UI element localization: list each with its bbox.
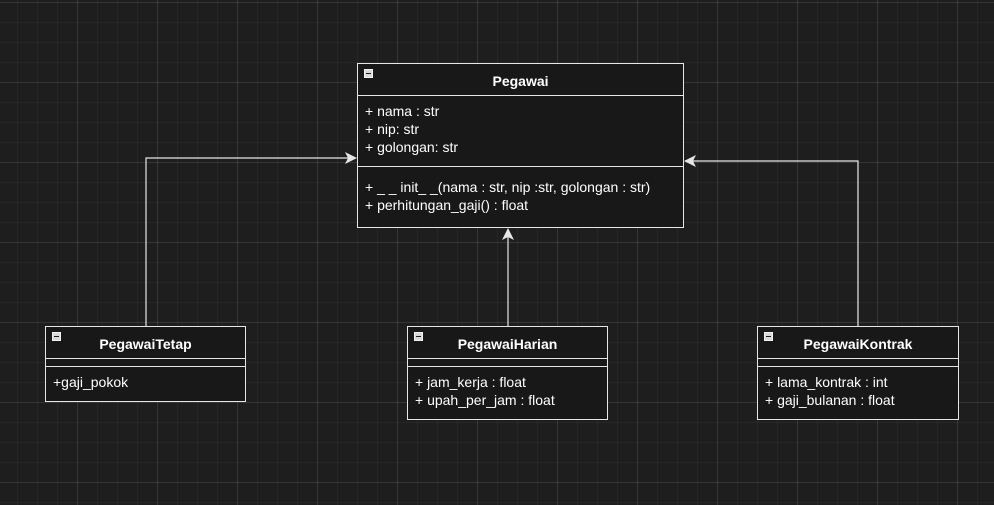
class-header[interactable]: PegawaiHarian [408, 327, 607, 359]
attribute-nip: + nip: str [365, 121, 420, 137]
method-section[interactable]: + _ _ init_ _(nama : str, nip :str, golo… [358, 167, 683, 220]
class-pegawai[interactable]: Pegawai + nama : str + nip: str + golong… [357, 63, 684, 228]
attribute-nama: + nama : str [365, 103, 440, 119]
member-gaji-bulanan: + gaji_bulanan : float [765, 392, 895, 408]
member-jam-kerja: + jam_kerja : float [415, 374, 526, 390]
attribute-section[interactable] [758, 359, 958, 367]
class-header[interactable]: PegawaiTetap [46, 327, 245, 359]
attribute-section[interactable] [408, 359, 607, 367]
method-section[interactable]: +gaji_pokok [46, 367, 245, 397]
class-name: Pegawai [492, 73, 549, 89]
member-gaji-pokok: +gaji_pokok [53, 374, 129, 390]
member-upah-per-jam: + upah_per_jam : float [415, 392, 555, 408]
attribute-section[interactable]: + nama : str + nip: str + golongan: str [358, 96, 683, 167]
class-pegawai-tetap[interactable]: PegawaiTetap +gaji_pokok [45, 326, 246, 402]
collapse-icon[interactable] [52, 332, 61, 341]
connector-pegawai-kontrak-to-pegawai [684, 155, 859, 326]
class-header[interactable]: Pegawai [358, 64, 683, 96]
class-name: PegawaiHarian [457, 336, 558, 352]
collapse-icon[interactable] [414, 332, 423, 341]
method-init: + _ _ init_ _(nama : str, nip :str, golo… [365, 179, 651, 195]
member-lama-kontrak: + lama_kontrak : int [765, 374, 888, 390]
class-pegawai-harian[interactable]: PegawaiHarian + jam_kerja : float + upah… [407, 326, 608, 420]
class-header[interactable]: PegawaiKontrak [758, 327, 958, 359]
class-name: PegawaiTetap [99, 336, 192, 352]
class-pegawai-kontrak[interactable]: PegawaiKontrak + lama_kontrak : int + ga… [757, 326, 959, 420]
collapse-icon[interactable] [364, 69, 373, 78]
attribute-golongan: + golongan: str [365, 139, 459, 155]
method-section[interactable]: + jam_kerja : float + upah_per_jam : flo… [408, 367, 607, 415]
class-name: PegawaiKontrak [803, 336, 913, 352]
connector-pegawai-tetap-to-pegawai [145, 152, 357, 326]
collapse-icon[interactable] [764, 332, 773, 341]
method-section[interactable]: + lama_kontrak : int + gaji_bulanan : fl… [758, 367, 958, 415]
attribute-section[interactable] [46, 359, 245, 367]
method-perhitungan-gaji: + perhitungan_gaji() : float [365, 197, 529, 213]
